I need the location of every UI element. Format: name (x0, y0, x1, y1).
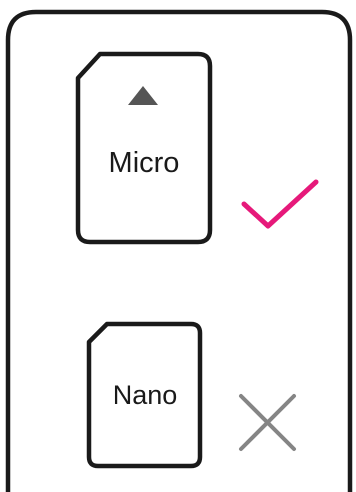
micro-sim-outline (75, 51, 213, 245)
nano-sim-card: Nano (86, 321, 203, 469)
check-icon (241, 179, 319, 229)
outer-frame (5, 9, 353, 492)
cross-icon (239, 394, 296, 451)
nano-sim-outline (86, 321, 203, 469)
nano-label: Nano (113, 380, 178, 410)
micro-sim-card: Micro (75, 51, 213, 245)
micro-label: Micro (109, 147, 180, 179)
triangle-up-icon (128, 86, 158, 105)
